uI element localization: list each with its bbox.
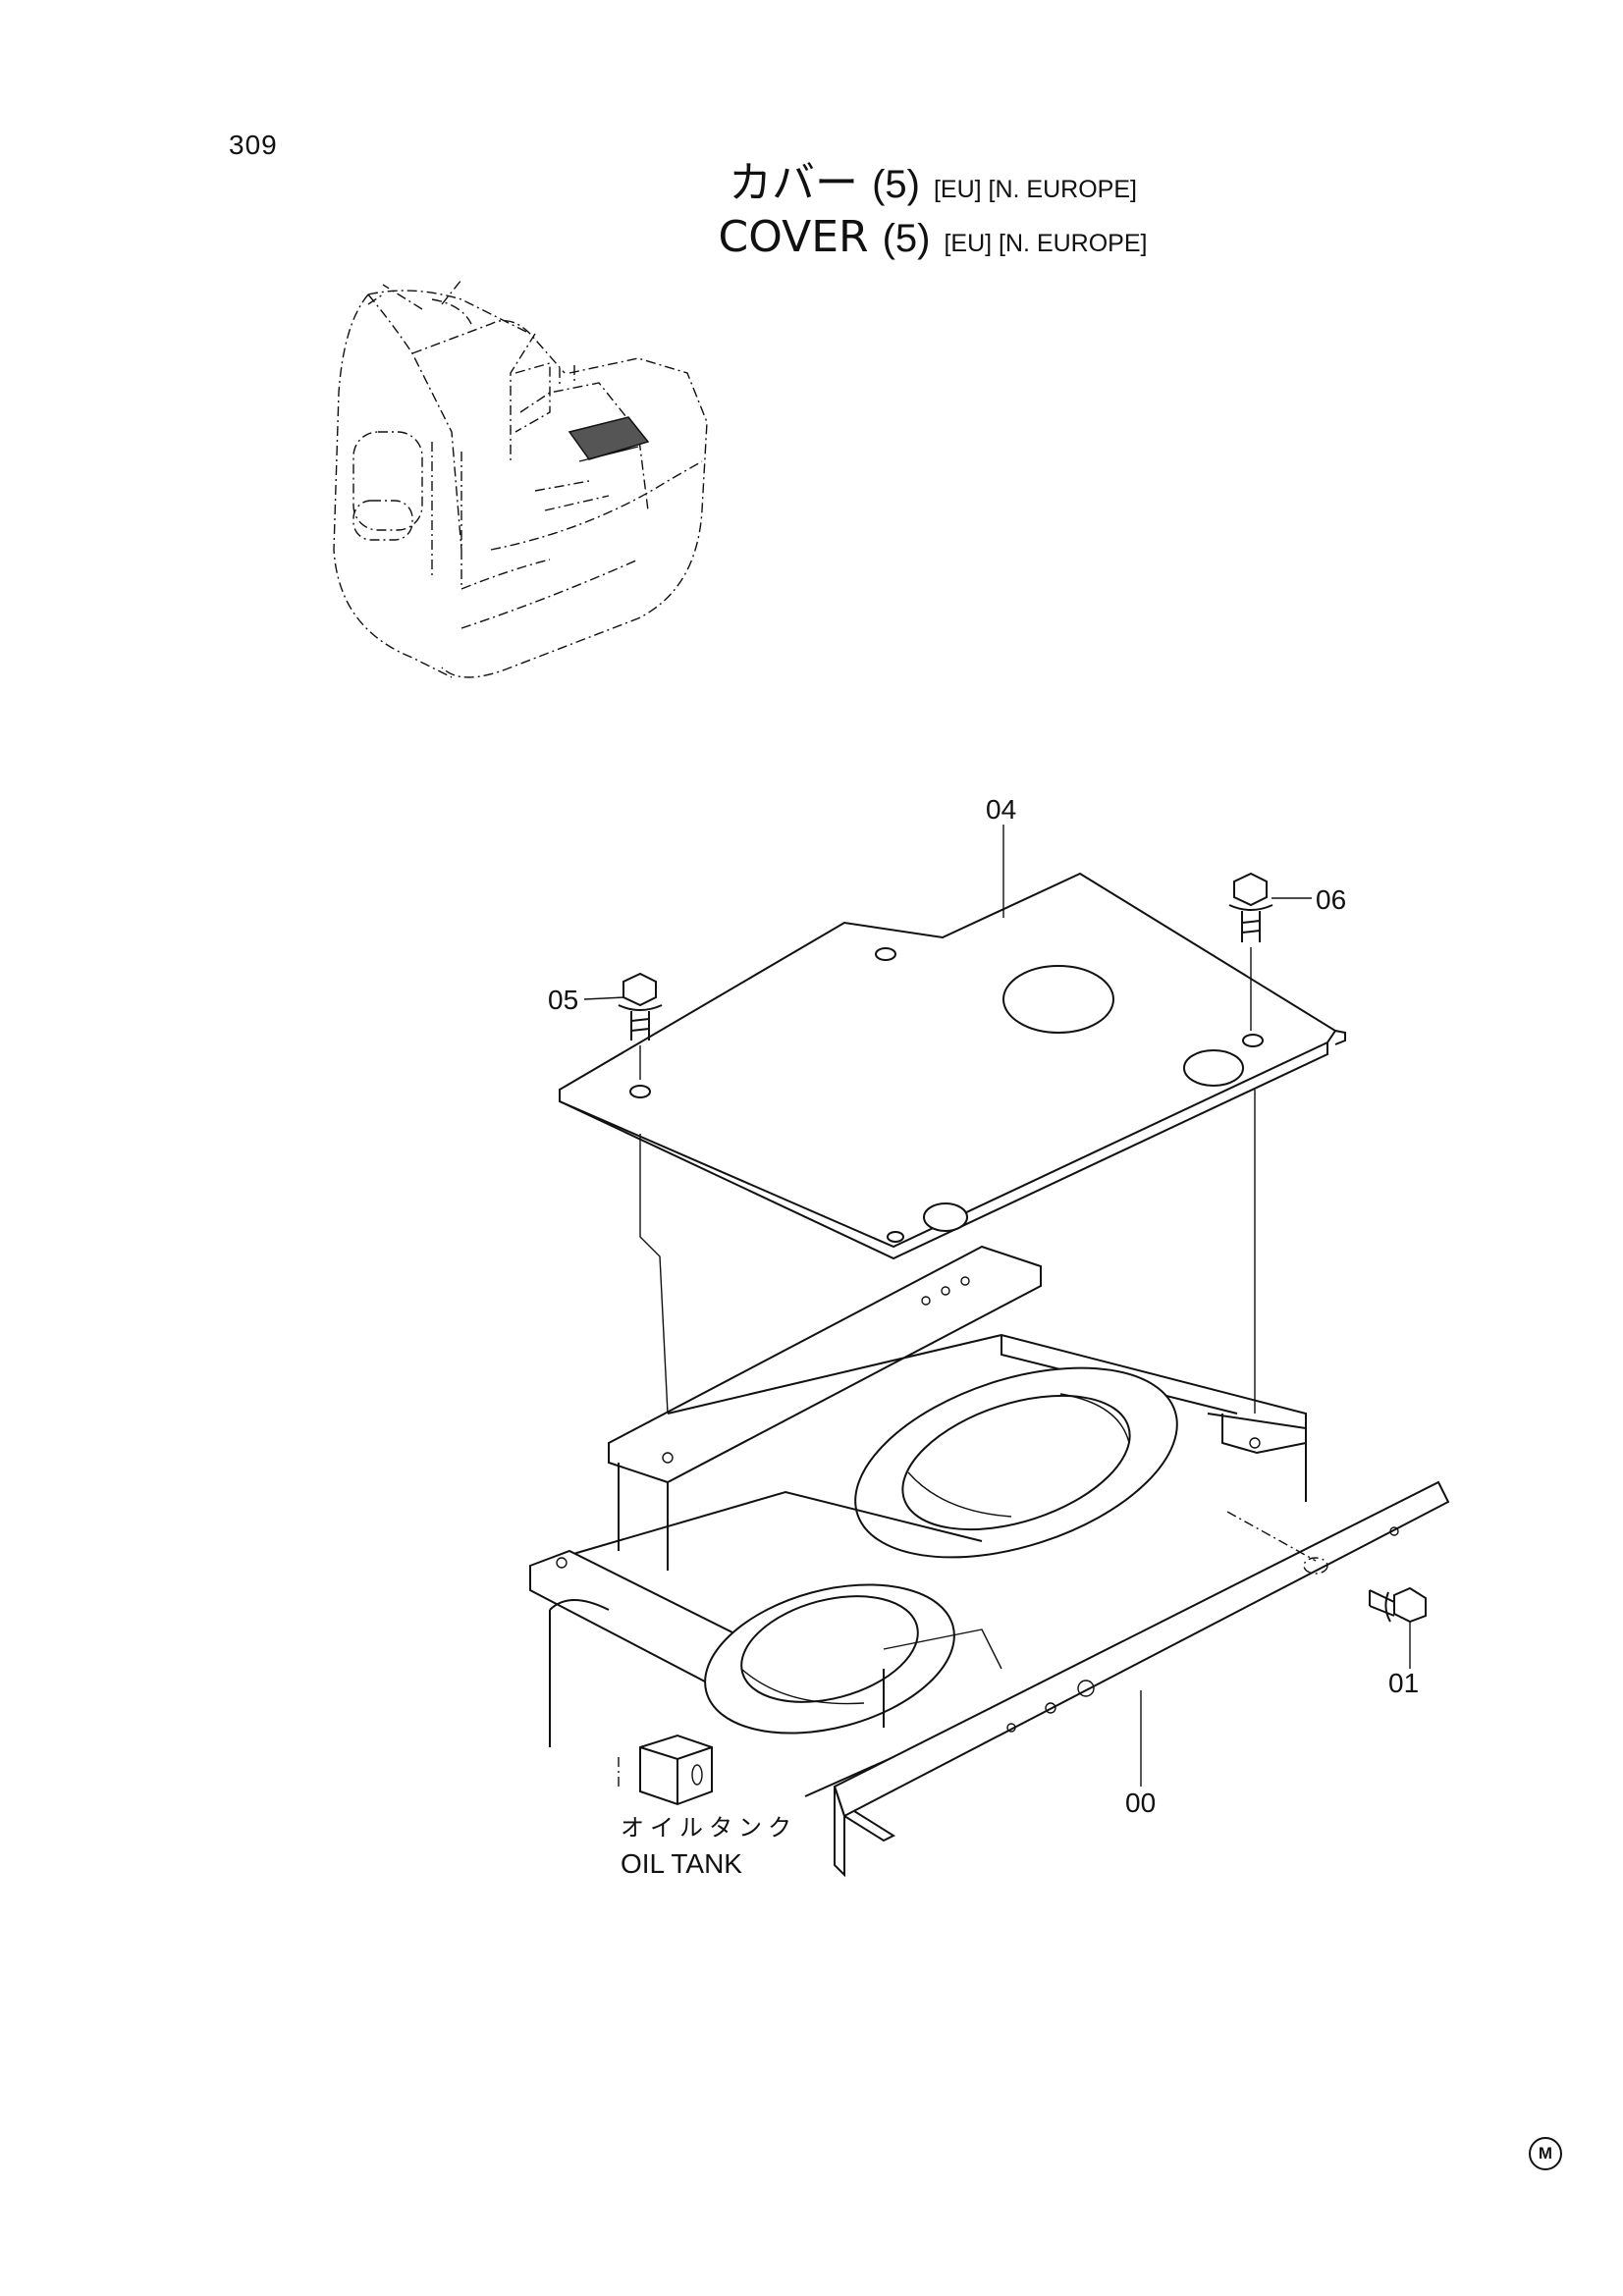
title-japanese-name: カバー	[729, 158, 859, 208]
cover-hole-small	[923, 1202, 968, 1232]
bolt-01-thread	[1369, 1589, 1395, 1617]
overview-cab-left-edge	[333, 294, 453, 678]
callout-05: 05	[548, 985, 578, 1015]
frame-ring-upper-inner	[901, 1394, 1131, 1531]
rail-hole-2	[1045, 1702, 1056, 1714]
callout-06: 06	[1316, 884, 1346, 915]
overview-window	[352, 431, 423, 531]
rail-lip	[843, 1810, 896, 1842]
title-japanese-number: (5)	[872, 163, 920, 206]
bolt-01-head	[1393, 1586, 1427, 1624]
frame-right-notch	[1207, 1413, 1307, 1455]
title-english-name: COVER	[718, 212, 869, 262]
overview-door	[431, 442, 462, 589]
cover-plate-thickness	[559, 1042, 1328, 1260]
overview-exhaust	[559, 365, 575, 388]
bolt-05-flange	[618, 1004, 663, 1011]
cover-bolt-hole-bottom	[887, 1231, 904, 1243]
overview-boom-lines	[382, 279, 462, 310]
overview-cab-roof	[367, 290, 531, 335]
title-english-tags: [EU] [N. EUROPE]	[944, 230, 1148, 257]
frame-ring-upper-depth	[907, 1393, 1130, 1518]
bolt-05	[618, 972, 663, 1080]
cover-plate-flange	[1334, 1030, 1346, 1045]
cover-hole-medium	[1183, 1049, 1244, 1087]
rail-align-line	[1226, 1511, 1317, 1562]
rail-bolt-hole	[1303, 1557, 1328, 1575]
oil-tank-block	[618, 1734, 713, 1806]
title-english: COVER (5) [EU] [N. EUROPE]	[589, 212, 1276, 277]
overview-stack	[514, 362, 551, 433]
rail-end-face	[834, 1786, 845, 1878]
callout-04: 04	[986, 794, 1016, 825]
overview-deck-lines	[460, 559, 639, 629]
leader-05	[583, 996, 625, 1000]
title-japanese: カバー (5) [EU] [N. EUROPE]	[589, 147, 1276, 212]
cover-hole-large	[1002, 965, 1114, 1034]
frame-lower-edge	[549, 1490, 983, 1562]
bolt-06-thread	[1241, 911, 1261, 942]
frame-bar-hole-left	[662, 1452, 674, 1464]
machine-overview	[333, 279, 708, 678]
bolt-06	[1228, 872, 1273, 1031]
bolt-05-thread	[630, 1011, 650, 1041]
overview-pillar	[510, 333, 536, 461]
oil-tank-label-jp: オイルタンク	[621, 1814, 797, 1842]
bolt-05-head	[622, 972, 657, 1007]
frame-left-bar-hole-1	[556, 1557, 568, 1569]
overview-deck-detail	[534, 480, 610, 511]
rail-hole-3	[1006, 1723, 1016, 1733]
overview-deck	[490, 460, 703, 551]
oil-tank-cap	[691, 1764, 703, 1786]
overview-cab-front	[367, 294, 462, 551]
overview-window-lower	[352, 500, 413, 541]
support-frame	[529, 1245, 1307, 1797]
bolt-01	[1369, 1586, 1427, 1624]
page-number: 309	[229, 130, 278, 160]
callout-01: 01	[1388, 1668, 1419, 1698]
align-line-left	[639, 1134, 669, 1415]
oil-tank-label-en: OIL TANK	[621, 1848, 742, 1879]
cover-plate	[559, 872, 1346, 1260]
bolt-06-flange	[1228, 904, 1273, 911]
frame-bar-hole-3	[960, 1276, 970, 1286]
rail-hole-1	[1077, 1680, 1095, 1697]
title-english-number: (5)	[882, 217, 931, 260]
frame-ring-lower-inner	[740, 1595, 919, 1703]
title-japanese-tags: [EU] [N. EUROPE]	[933, 176, 1137, 203]
overview-counterweight	[441, 357, 708, 678]
cover-bolt-hole-right	[1242, 1034, 1264, 1047]
callout-00: 00	[1125, 1788, 1156, 1818]
oil-tank-box-edges	[639, 1746, 713, 1804]
frame-slot	[883, 1629, 1002, 1670]
bolt-06-head	[1233, 872, 1268, 907]
bolt-01-flange	[1384, 1591, 1391, 1623]
title-block: カバー (5) [EU] [N. EUROPE] COVER (5) [EU] …	[589, 147, 1276, 277]
overview-highlight-edge	[578, 446, 639, 462]
overview-side	[519, 382, 649, 511]
rail-00	[833, 1480, 1450, 1878]
frame-bar-hole-1	[921, 1296, 931, 1306]
frame-right-hole	[1249, 1437, 1261, 1449]
corner-m-mark: M	[1529, 2137, 1562, 2170]
cover-bolt-hole-top	[875, 947, 896, 961]
overview-highlight-cover	[568, 416, 650, 460]
frame-ring-lower-depth	[740, 1668, 865, 1705]
frame-bar-hole-2	[941, 1286, 950, 1296]
cover-bolt-hole-left	[629, 1085, 651, 1098]
rail-hole-4	[1389, 1526, 1399, 1536]
frame-upper-edge	[667, 1333, 1307, 1502]
frame-top-bar	[608, 1245, 1042, 1484]
overview-boom-left	[367, 294, 472, 325]
frame-tank-edge	[549, 1599, 610, 1747]
